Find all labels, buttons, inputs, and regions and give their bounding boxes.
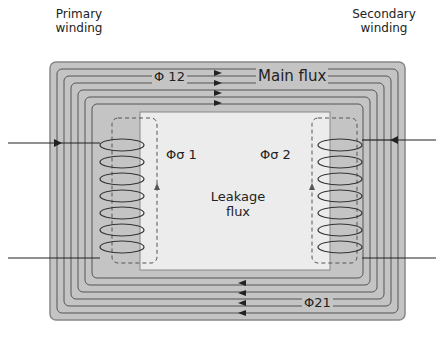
label: Leakage flux xyxy=(200,190,276,220)
label: Secondary winding xyxy=(346,8,422,36)
coil-turn xyxy=(100,173,144,185)
coil-turn xyxy=(100,207,144,219)
core xyxy=(50,62,405,320)
leakage-arrows xyxy=(154,183,315,190)
flux-lines xyxy=(57,69,398,313)
coil-turn xyxy=(318,207,362,219)
flux-line xyxy=(71,83,384,299)
label: Φ 12 xyxy=(152,70,187,85)
flux-line xyxy=(64,76,391,306)
leakage-loops xyxy=(112,118,357,263)
coil-turn xyxy=(318,156,362,168)
label: Φ21 xyxy=(302,296,333,311)
coil-turn xyxy=(318,139,362,151)
coil-turn xyxy=(318,173,362,185)
label: Main flux xyxy=(256,68,328,85)
coil-turn xyxy=(100,190,144,202)
coil-turn xyxy=(100,139,144,151)
coil-turn xyxy=(100,224,144,236)
terminal-wires xyxy=(8,140,436,258)
flux-line xyxy=(92,104,363,278)
label: Primary winding xyxy=(46,8,112,36)
coil-turn xyxy=(100,156,144,168)
core-window xyxy=(140,112,330,270)
flux-line xyxy=(78,90,377,292)
label: Φσ 1 xyxy=(164,148,199,163)
winding-coils xyxy=(100,139,362,253)
flux-line xyxy=(85,97,370,285)
flux-line xyxy=(57,69,398,313)
coil-turn xyxy=(318,224,362,236)
coil-turn xyxy=(318,190,362,202)
label: Φσ 2 xyxy=(258,148,293,163)
coil-turn xyxy=(100,241,144,253)
coil-turn xyxy=(318,241,362,253)
